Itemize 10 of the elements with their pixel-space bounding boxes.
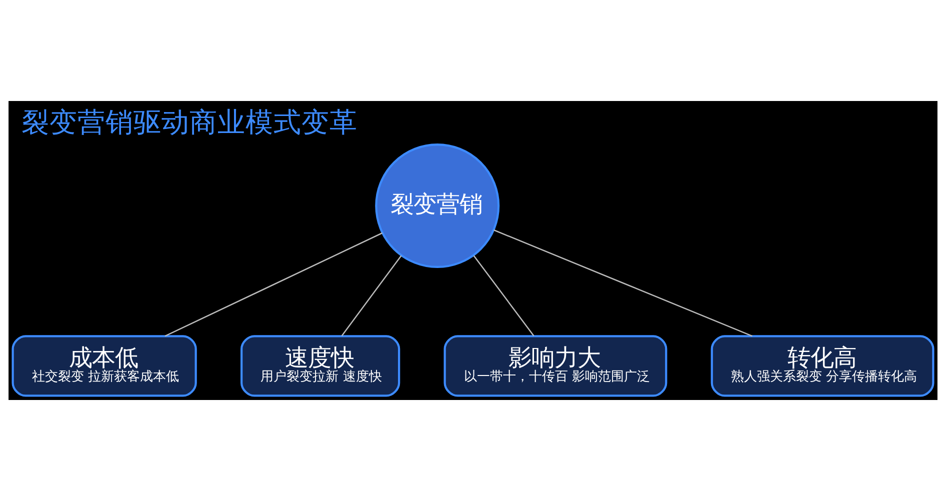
connector (473, 254, 534, 336)
node-box: 影响力大 以一带十，十传百 影响范围广泛 (444, 334, 668, 396)
node-circle: 裂变营销 (375, 143, 500, 268)
diagram-title: 裂变营销驱动商业模式变革 (21, 105, 358, 138)
connector (341, 254, 402, 336)
connector (164, 232, 383, 336)
node-box: 速度快 用户裂变拉新 速度快 (240, 334, 400, 396)
node-box: 成本低 社交裂变 拉新获客成本低 (12, 334, 197, 396)
node-box: 转化高 熟人强关系裂变 分享传播转化高 (710, 334, 934, 396)
connector (494, 228, 752, 336)
